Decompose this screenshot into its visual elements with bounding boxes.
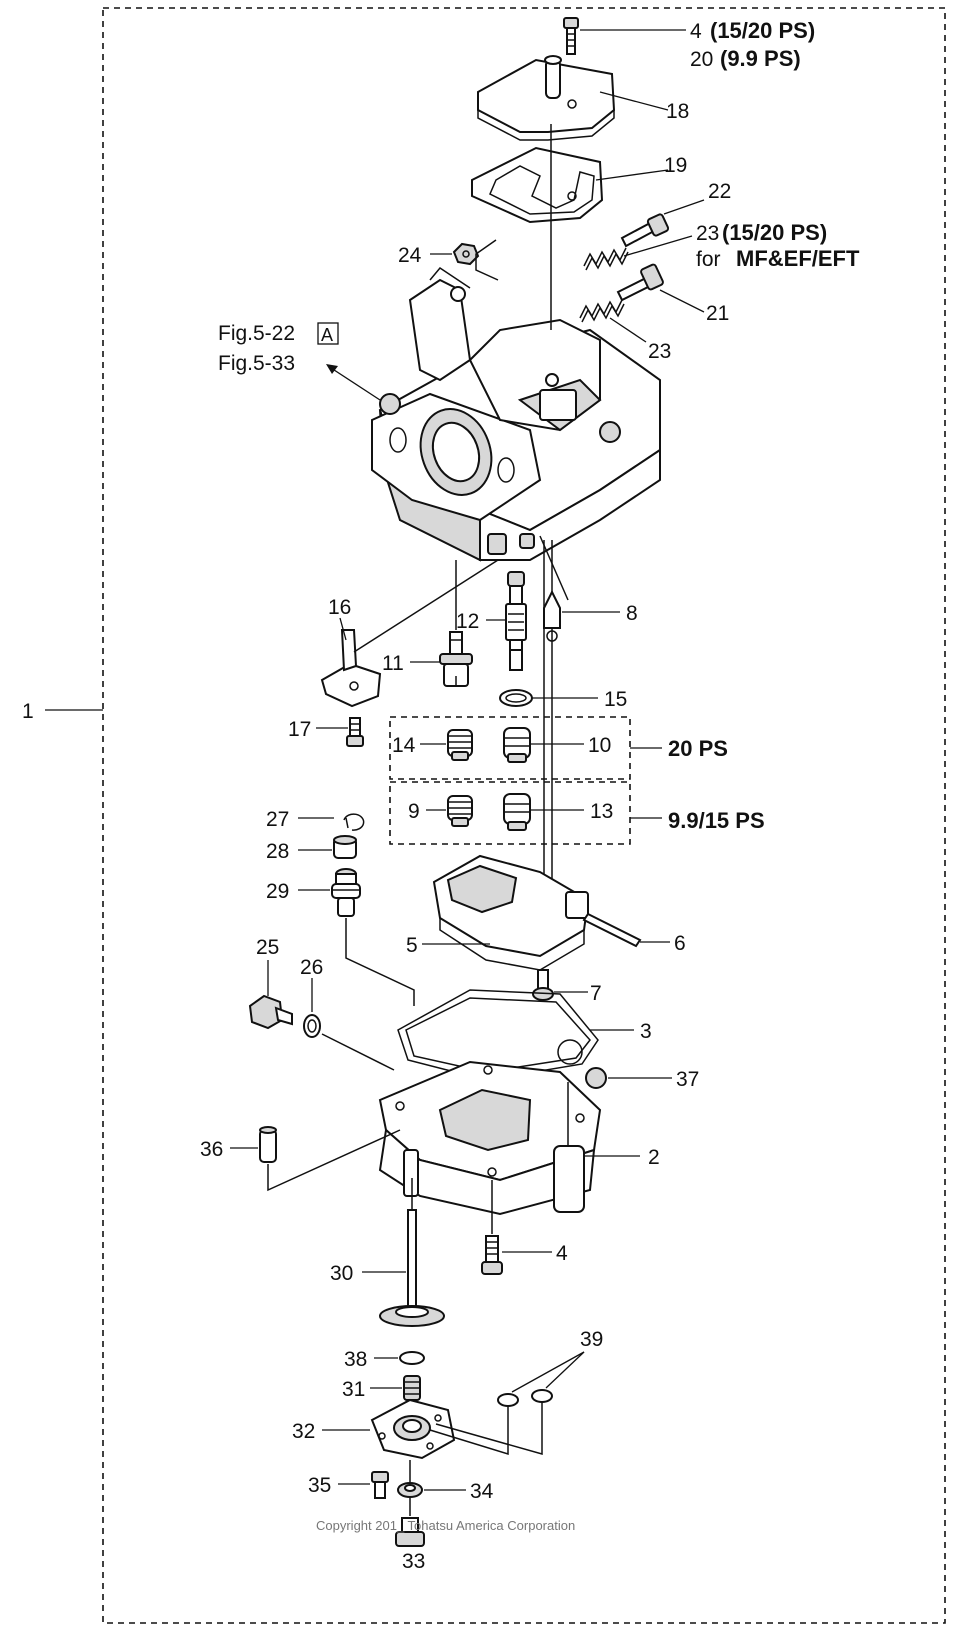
part-6-float-pin <box>582 912 642 948</box>
group-box-9-9-15ps <box>389 781 631 845</box>
callout-23-lower: 23 <box>648 340 671 363</box>
note-15-20ps-b: (15/20 PS) <box>722 220 827 245</box>
part-8-needle-valve <box>543 589 561 642</box>
part-10-main-jet <box>503 727 531 763</box>
part-33-plug <box>395 1517 425 1547</box>
callout-39: 39 <box>580 1328 603 1351</box>
callout-35: 35 <box>308 1474 331 1497</box>
note-15-20ps: (15/20 PS) <box>710 18 815 43</box>
callout-38: 38 <box>344 1348 367 1371</box>
callout-14: 14 <box>392 734 416 757</box>
callout-19: 19 <box>664 154 687 177</box>
callout-10: 10 <box>588 734 611 757</box>
callout-20: 20 <box>690 48 713 71</box>
part-24-nut <box>452 242 480 266</box>
part-23-spring-lower <box>579 299 625 323</box>
part-29-starter-plunger <box>331 868 361 917</box>
group-label-9-9-15ps: 9.9/15 PS <box>668 808 765 833</box>
carburetor-body <box>371 267 661 562</box>
part-26-washer <box>303 1014 321 1038</box>
part-3-float-chamber-gasket <box>397 989 599 1081</box>
callout-37: 37 <box>676 1068 699 1091</box>
callout-32: 32 <box>292 1420 315 1443</box>
callout-36: 36 <box>200 1138 223 1161</box>
part-9-main-jet <box>447 795 473 827</box>
callout-2: 2 <box>648 1146 660 1169</box>
callout-18: 18 <box>666 100 689 123</box>
callout-28: 28 <box>266 840 289 863</box>
part-28-cap <box>333 835 357 859</box>
part-23-spring-upper <box>583 247 629 271</box>
callout-24: 24 <box>398 244 422 267</box>
part-2-float-chamber <box>378 1060 602 1216</box>
part-19-gasket <box>471 146 604 224</box>
callout-22: 22 <box>708 180 731 203</box>
part-21-screw <box>616 263 664 302</box>
callout-25: 25 <box>256 936 279 959</box>
callout-7: 7 <box>590 982 602 1005</box>
part-11-pilot-jet <box>439 631 473 687</box>
callout-29: 29 <box>266 880 289 903</box>
part-39-washer-a <box>497 1393 519 1407</box>
part-7-screw <box>532 969 554 1001</box>
callout-23-top: 23 <box>696 222 719 245</box>
part-14-main-jet <box>447 729 473 761</box>
copyright-footer: Copyright 201_ Tohatsu America Corporati… <box>316 1518 575 1533</box>
part-18-cover-plate <box>477 55 616 141</box>
callout-12: 12 <box>456 610 479 633</box>
fig-ref-box-letter: A <box>321 325 333 345</box>
callout-6: 6 <box>674 932 686 955</box>
callout-5: 5 <box>406 934 418 957</box>
part-31-spring <box>403 1375 421 1401</box>
callout-34: 34 <box>470 1480 494 1503</box>
fig-ref-5-33: Fig.5-33 <box>218 352 295 375</box>
part-5-float <box>432 854 590 971</box>
note-for: for <box>696 248 721 271</box>
note-models: MF&EF/EFT <box>736 246 860 271</box>
assembly-border <box>102 7 946 1624</box>
part-30-plunger <box>379 1209 445 1327</box>
fig-ref-5-22: Fig.5-22 <box>218 322 295 345</box>
part-15-o-ring <box>499 689 533 707</box>
callout-15: 15 <box>604 688 627 711</box>
callout-3: 3 <box>640 1020 652 1043</box>
part-39-washer-b <box>531 1389 553 1403</box>
part-25-drain-plug <box>248 994 293 1030</box>
part-16-bracket <box>320 629 382 708</box>
part-35-screw <box>371 1471 389 1499</box>
note-9-9ps: (9.9 PS) <box>720 46 801 71</box>
callout-16: 16 <box>328 596 351 619</box>
callout-27: 27 <box>266 808 289 831</box>
callout-4-top: 4 <box>690 20 702 43</box>
part-37-screen <box>585 1067 607 1089</box>
callout-13: 13 <box>590 800 613 823</box>
callout-8: 8 <box>626 602 638 625</box>
callout-21: 21 <box>706 302 729 325</box>
callout-4-lower: 4 <box>556 1242 568 1265</box>
part-12-emulsion-tube <box>505 571 527 671</box>
callout-31: 31 <box>342 1378 365 1401</box>
callout-33: 33 <box>402 1550 425 1573</box>
part-22-screw <box>620 213 670 248</box>
callout-11: 11 <box>382 652 404 675</box>
part-27-clip <box>343 813 365 831</box>
part-4-screw-top <box>563 17 579 55</box>
part-13-main-jet <box>503 793 531 831</box>
fig-ref-box <box>317 322 339 345</box>
callout-30: 30 <box>330 1262 353 1285</box>
callout-17: 17 <box>288 718 311 741</box>
part-32-diaphragm-cover <box>370 1398 456 1460</box>
part-4-screw-lower <box>481 1235 503 1275</box>
group-box-20ps <box>389 716 631 780</box>
callout-9: 9 <box>408 800 420 823</box>
callout-26: 26 <box>300 956 323 979</box>
callout-1: 1 <box>22 700 34 723</box>
part-17-screw <box>346 717 364 747</box>
part-38-o-ring <box>399 1351 425 1365</box>
part-36-pin <box>259 1126 277 1163</box>
group-label-20ps: 20 PS <box>668 736 728 761</box>
